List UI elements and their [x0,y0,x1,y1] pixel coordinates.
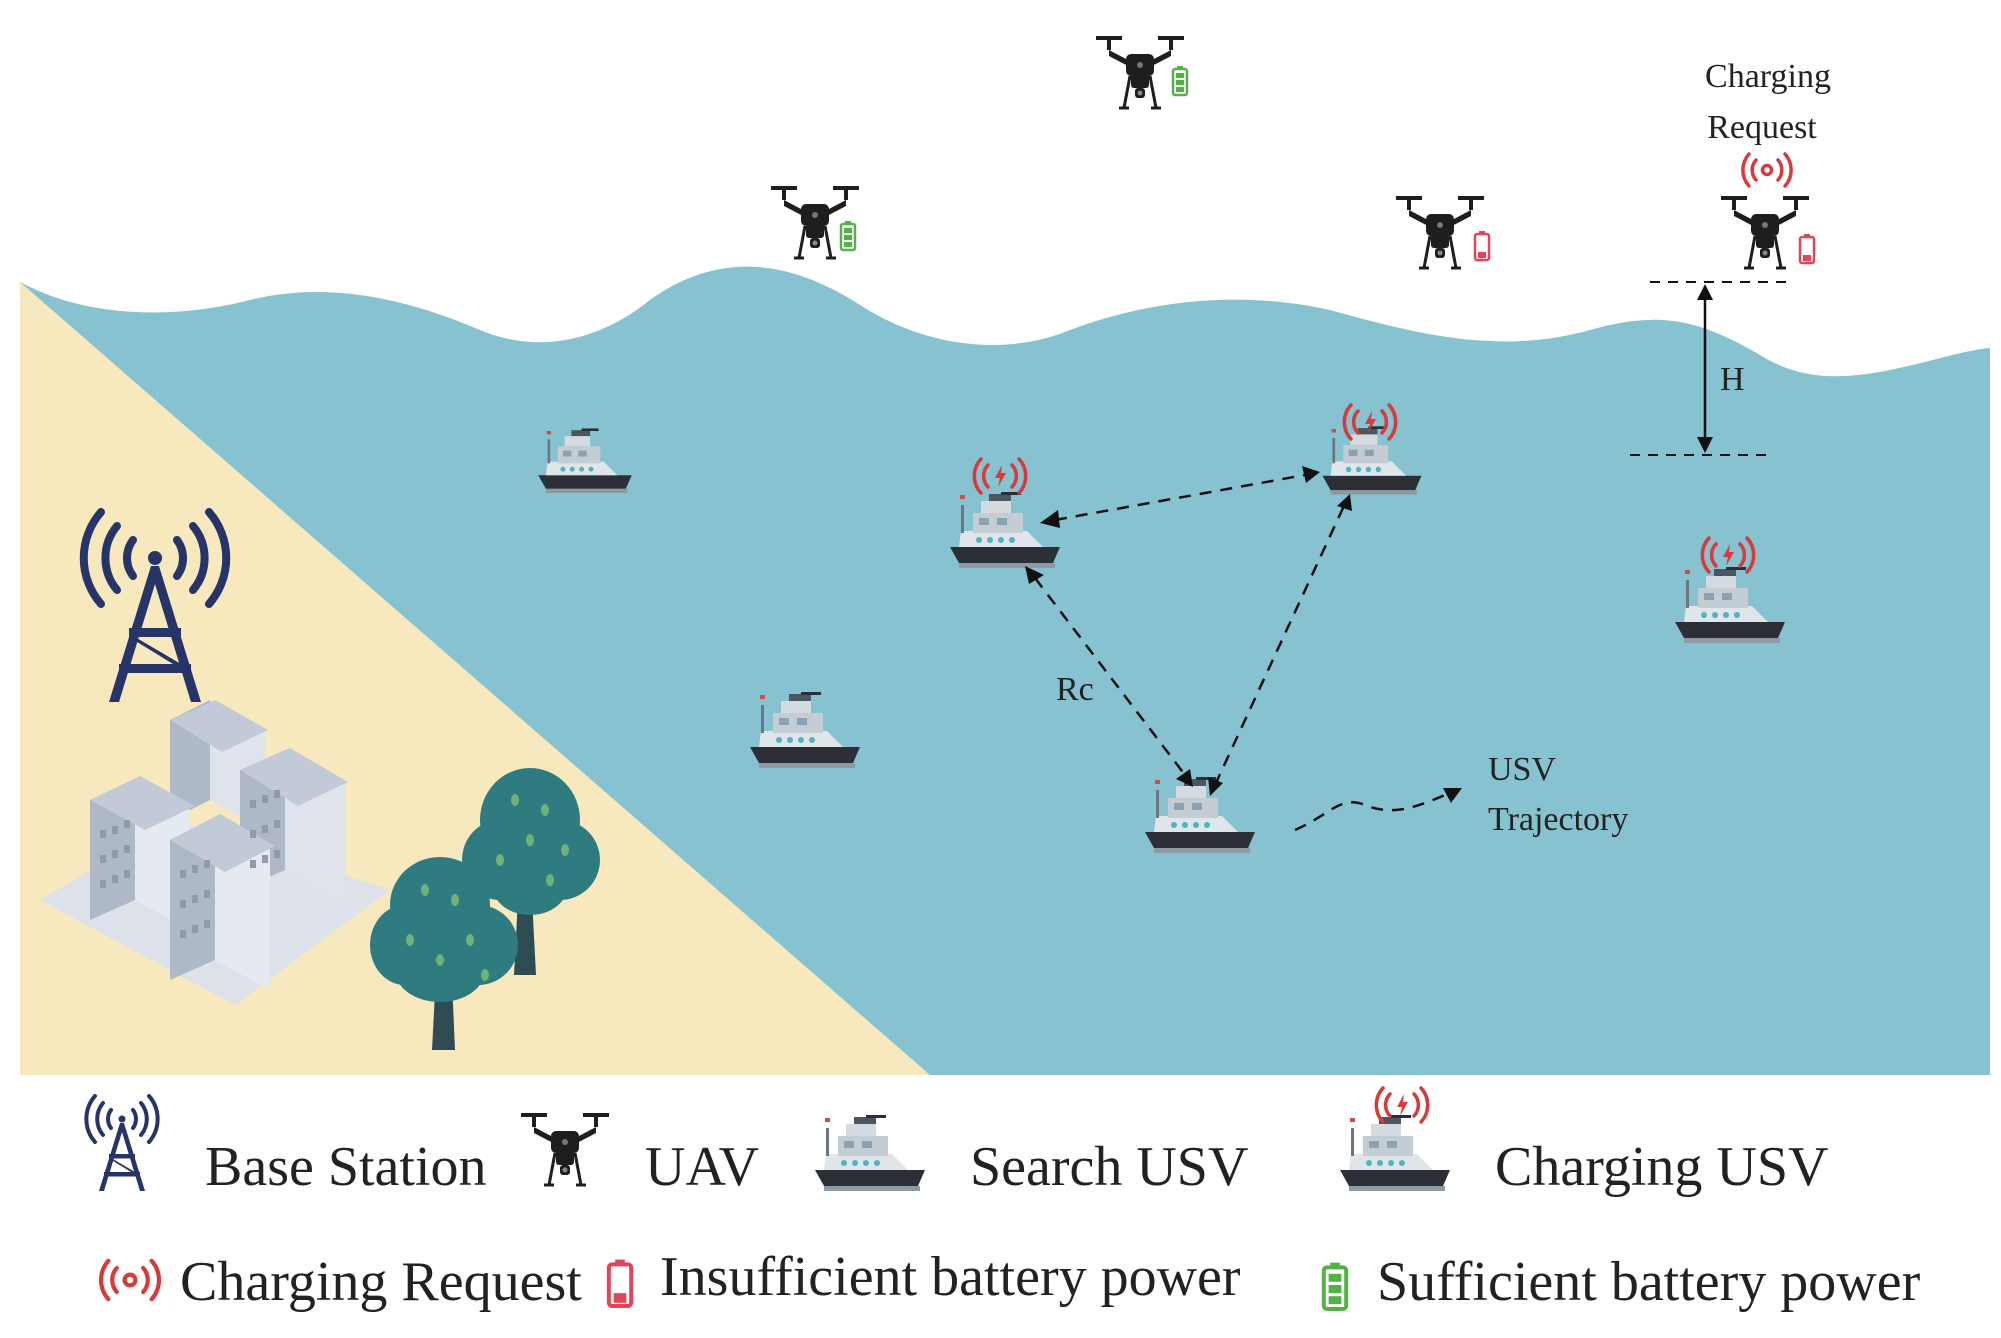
legend-label-search-usv: Search USV [970,1136,1248,1198]
trees [370,768,600,1050]
uav-drone-icon [1719,194,1811,270]
battery-low-icon [1473,229,1491,262]
city-buildings [40,700,390,1005]
battery-full-icon [1171,64,1189,97]
legend-label-insufficient-battery: Insufficient battery power [660,1246,1241,1308]
communication-links [1034,473,1446,832]
uav-drone-icon [1394,194,1486,270]
legend-battery-full-icon [1324,1263,1346,1309]
legend-charging-ship-icon [1340,1115,1450,1191]
charging-request-label: Request [1707,109,1817,146]
range-label: Rc [1056,671,1094,708]
legend-label-sufficient-battery: Sufficient battery power [1377,1251,1921,1313]
height-label: H [1720,361,1745,398]
legend-tower-icon [84,1094,160,1193]
legend-drone-icon [519,1111,611,1187]
legend-label-base-station: Base Station [205,1136,487,1198]
charging-request-label: Charging [1705,58,1831,95]
legend-label-uav: UAV [645,1136,759,1198]
battery-full-icon [839,219,857,252]
legend-label-charging-request: Charging Request [180,1251,582,1313]
battery-low-icon [1798,232,1816,265]
height-marker [1630,281,1790,456]
link-arrowheads [1025,466,1462,803]
trajectory-label: Trajectory [1488,801,1628,838]
legend-signal-icon [101,1261,159,1299]
legend: Base Station UAV Search USV Charging USV… [84,1086,1921,1313]
uav-drone-icon [1094,34,1186,110]
legend-battery-low-icon [609,1260,631,1306]
legend-ship-icon [815,1115,925,1191]
charging-request-signal-icon [1741,152,1793,188]
legend-label-charging-usv: Charging USV [1495,1136,1828,1198]
trajectory-label: USV [1488,751,1556,788]
